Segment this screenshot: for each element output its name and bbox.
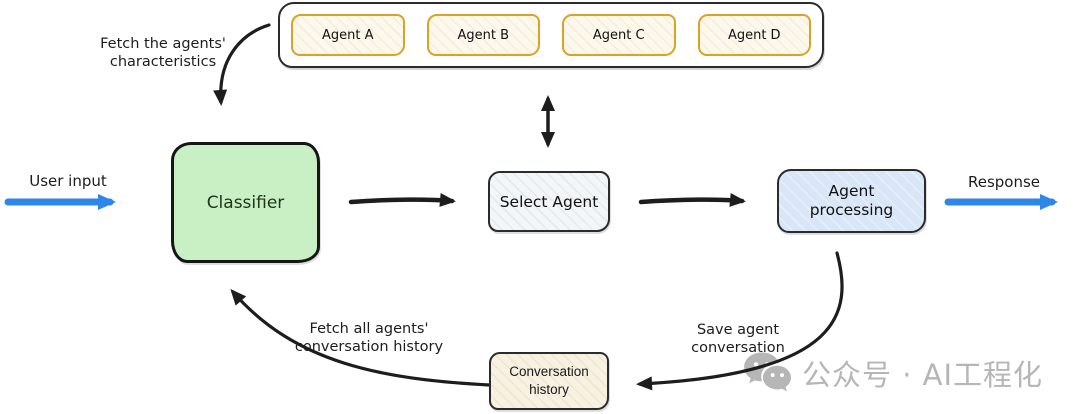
agent-a-label: Agent A bbox=[321, 27, 374, 43]
fetch-characteristics-label: Fetch the agents' characteristics bbox=[100, 36, 226, 70]
user-input-label: User input bbox=[29, 172, 107, 190]
agent-c-box: Agent C bbox=[562, 14, 676, 56]
classifier-to-select-arrow bbox=[348, 192, 456, 207]
agent-d-label: Agent D bbox=[727, 27, 781, 43]
classifier-node: Classifier bbox=[171, 142, 320, 263]
agent-processing-node: Agent processing bbox=[777, 169, 926, 233]
conversation-history-label: Conversation history bbox=[509, 364, 589, 397]
save-conversation-label: Save agent conversation bbox=[691, 322, 785, 356]
response-label: Response bbox=[967, 173, 1041, 191]
agent-b-label: Agent B bbox=[457, 27, 510, 43]
select-agent-label: Select Agent bbox=[499, 192, 599, 211]
classifier-label: Classifier bbox=[206, 192, 285, 213]
agent-b-box: Agent B bbox=[426, 14, 540, 56]
fetch-history-label: Fetch all agents' conversation history bbox=[294, 321, 444, 355]
agents-panel: Agent A Agent B Agent C Agent D bbox=[278, 2, 824, 68]
select-to-processing-arrow bbox=[638, 192, 746, 207]
agent-d-box: Agent D bbox=[697, 14, 811, 56]
conversation-history-node: Conversation history bbox=[489, 352, 609, 410]
agent-processing-label: Agent processing bbox=[809, 181, 894, 219]
watermark-text: 公众号 · AI工程化 bbox=[802, 358, 1044, 392]
agent-a-box: Agent A bbox=[291, 14, 405, 56]
select-agent-node: Select Agent bbox=[488, 171, 610, 232]
agent-c-label: Agent C bbox=[592, 27, 645, 43]
